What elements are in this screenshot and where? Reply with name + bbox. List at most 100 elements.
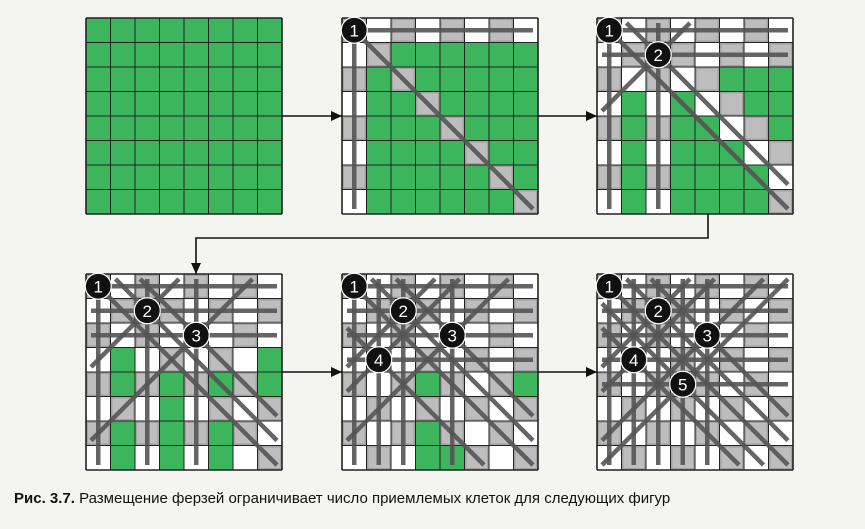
free-cell: [391, 91, 416, 116]
free-cell: [159, 18, 184, 43]
free-cell: [159, 140, 184, 165]
flow-arrows: [191, 111, 709, 377]
free-cell: [621, 140, 646, 165]
free-cell: [86, 165, 111, 190]
queen-label: 1: [605, 21, 614, 40]
free-cell: [110, 372, 135, 397]
free-cell: [695, 189, 720, 214]
free-cell: [233, 140, 258, 165]
free-cell: [135, 91, 160, 116]
free-cell: [695, 165, 720, 190]
cell-bevel: [770, 142, 791, 163]
free-cell: [391, 189, 416, 214]
free-cell: [257, 67, 282, 92]
free-cell: [233, 116, 258, 141]
cell-bevel: [721, 93, 742, 114]
free-cell: [86, 116, 111, 141]
attack-line: [89, 333, 198, 443]
free-cell: [768, 91, 793, 116]
free-cell: [110, 347, 135, 372]
free-cell: [257, 18, 282, 43]
free-cell: [110, 116, 135, 141]
free-cell: [135, 42, 160, 67]
free-cell: [208, 42, 233, 67]
attack-line: [377, 358, 486, 467]
queen-label: 5: [678, 375, 687, 394]
figure-caption: Рис. 3.7. Размещение ферзей ограничивает…: [14, 490, 670, 507]
free-cell: [257, 91, 282, 116]
free-cell: [110, 189, 135, 214]
free-cell: [464, 189, 489, 214]
free-cell: [233, 67, 258, 92]
free-cell: [768, 116, 793, 141]
free-cell: [159, 396, 184, 421]
free-cell: [440, 165, 465, 190]
free-cell: [159, 421, 184, 446]
free-cell: [415, 165, 440, 190]
free-cell: [489, 116, 514, 141]
free-cell: [744, 189, 769, 214]
attacked-cell: [489, 445, 514, 470]
free-cell: [513, 372, 538, 397]
free-cell: [184, 18, 209, 43]
free-cell: [415, 140, 440, 165]
arrow-line: [195, 214, 709, 274]
free-cell: [366, 116, 391, 141]
queen-label: 2: [654, 302, 663, 321]
free-cell: [135, 189, 160, 214]
queen-label: 2: [399, 302, 408, 321]
free-cell: [257, 189, 282, 214]
attack-line: [600, 333, 709, 443]
free-cell: [366, 91, 391, 116]
free-cell: [513, 42, 538, 67]
free-cell: [670, 140, 695, 165]
attack-line: [600, 382, 685, 467]
queen-marker: [595, 272, 623, 300]
queen-marker: [693, 321, 721, 349]
attack-line: [656, 309, 790, 443]
cell-bevel: [697, 69, 718, 90]
queen-marker: [620, 346, 648, 374]
arrow-head: [331, 111, 342, 121]
free-cell: [184, 116, 209, 141]
free-cell: [86, 140, 111, 165]
attack-line: [352, 284, 535, 467]
free-cell: [440, 189, 465, 214]
queen-marker: [669, 370, 697, 398]
free-cell: [440, 140, 465, 165]
free-cell: [110, 67, 135, 92]
free-cell: [110, 445, 135, 470]
queen-marker: [340, 272, 368, 300]
free-cell: [670, 165, 695, 190]
free-cell: [513, 165, 538, 190]
queen-marker: [365, 346, 393, 374]
attack-line: [345, 333, 454, 443]
free-cell: [208, 91, 233, 116]
free-cell: [621, 91, 646, 116]
free-cell: [86, 91, 111, 116]
free-cell: [415, 421, 440, 446]
queen-label: 1: [605, 277, 614, 296]
free-cell: [110, 421, 135, 446]
queen-marker: [389, 297, 417, 325]
free-cell: [768, 67, 793, 92]
attack-line: [145, 309, 279, 443]
attack-line: [656, 53, 790, 187]
attack-line: [632, 358, 741, 467]
free-cell: [233, 91, 258, 116]
attack-line: [607, 28, 790, 211]
free-cell: [135, 116, 160, 141]
free-cell: [135, 18, 160, 43]
free-cell: [719, 67, 744, 92]
attacked-cell: [233, 445, 258, 470]
free-cell: [366, 165, 391, 190]
free-cell: [86, 67, 111, 92]
free-cell: [489, 42, 514, 67]
free-cell: [208, 445, 233, 470]
free-cell: [257, 140, 282, 165]
free-cell: [184, 67, 209, 92]
board-1: [85, 17, 283, 215]
free-cell: [391, 140, 416, 165]
free-cell: [257, 347, 282, 372]
caption-text: Размещение ферзей ограничивает число при…: [74, 490, 671, 507]
